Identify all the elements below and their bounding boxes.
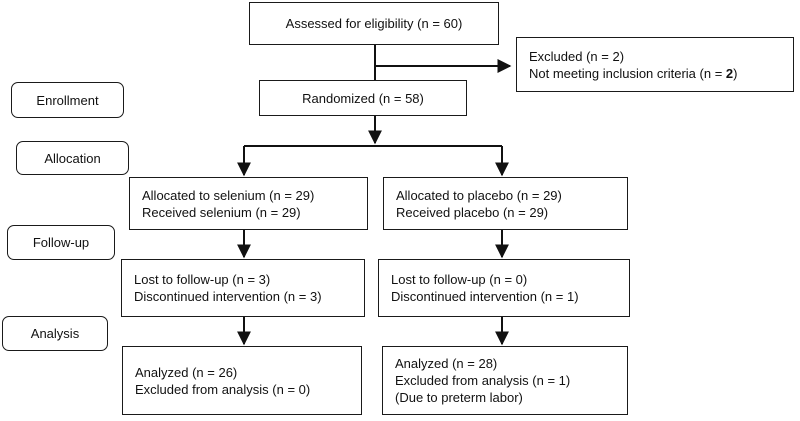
placebo-discontinued: Discontinued intervention (n = 1) [391, 289, 579, 304]
selenium-followup-box: Lost to follow-up (n = 3) Discontinued i… [121, 259, 365, 317]
placebo-exclusion-reason: (Due to preterm labor) [395, 390, 523, 405]
assessed-text: Assessed for eligibility (n = 60) [285, 16, 463, 31]
selenium-lost: Lost to follow-up (n = 3) [134, 272, 271, 287]
placebo-excluded-analysis: Excluded from analysis (n = 1) [395, 373, 571, 388]
randomized-box: Randomized (n = 58) [259, 80, 467, 116]
randomized-text: Randomized (n = 58) [302, 90, 424, 106]
selenium-analyzed: Analyzed (n = 26) [135, 364, 238, 380]
assessed-box: Assessed for eligibility (n = 60) [249, 2, 499, 45]
selenium-analysis-box: Analyzed (n = 26) Excluded from analysis… [122, 346, 362, 415]
stage-label-followup: Follow-up [7, 225, 115, 260]
placebo-analysis-box: Analyzed (n = 28) Excluded from analysis… [382, 346, 628, 415]
selenium-allocated: Allocated to selenium (n = 29) [142, 187, 315, 203]
placebo-lost: Lost to follow-up (n = 0) [391, 272, 528, 287]
excluded-count: Excluded (n = 2) [529, 48, 625, 64]
placebo-received: Received placebo (n = 29) [396, 204, 549, 220]
placebo-analyzed: Analyzed (n = 28) [395, 356, 498, 371]
placebo-followup-box: Lost to follow-up (n = 0) Discontinued i… [378, 259, 630, 317]
stage-label-analysis: Analysis [2, 316, 108, 351]
excluded-box: Excluded (n = 2) Not meeting inclusion c… [516, 37, 794, 92]
selenium-allocation-box: Allocated to selenium (n = 29) Received … [129, 177, 368, 230]
selenium-excluded-analysis: Excluded from analysis (n = 0) [135, 381, 311, 397]
placebo-allocation-box: Allocated to placebo (n = 29) Received p… [383, 177, 628, 230]
selenium-discontinued: Discontinued intervention (n = 3) [134, 289, 322, 304]
stage-label-allocation: Allocation [16, 141, 129, 175]
selenium-received: Received selenium (n = 29) [142, 204, 301, 220]
excluded-reason: Not meeting inclusion criteria (n = 2) [529, 65, 738, 81]
stage-label-enrollment: Enrollment [11, 82, 124, 118]
placebo-allocated: Allocated to placebo (n = 29) [396, 187, 562, 203]
